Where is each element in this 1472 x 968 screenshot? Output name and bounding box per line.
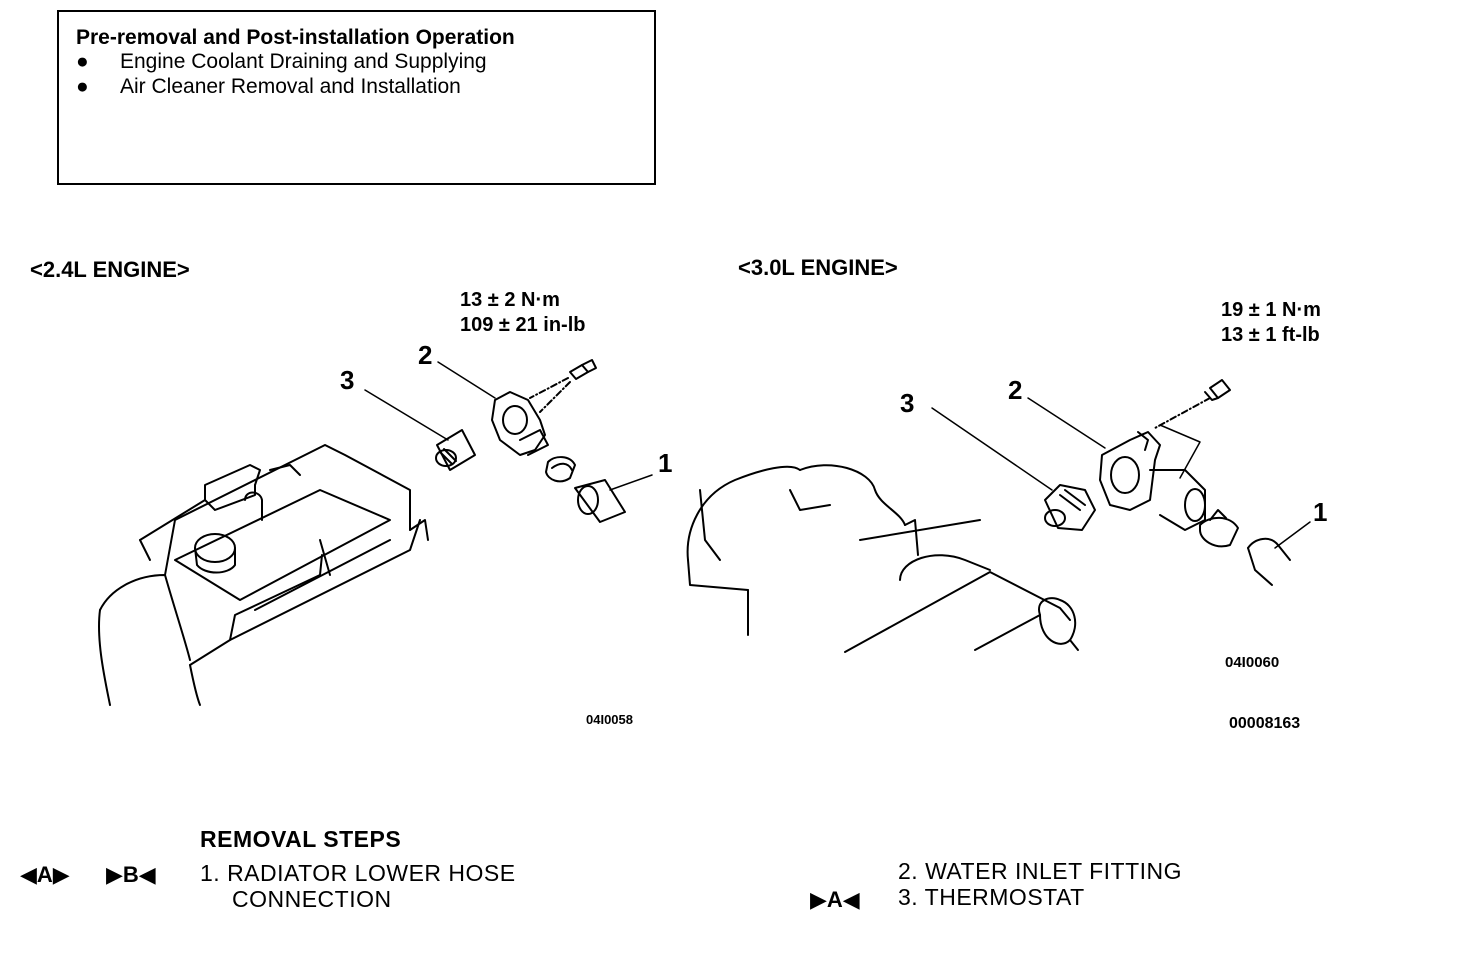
engine-30-callout-3: 3 xyxy=(900,388,915,418)
engine-30-callout-1: 1 xyxy=(1313,497,1328,527)
engine-30-torque-nm: 19 ± 1 N·m xyxy=(1221,299,1321,321)
engine-24-label: <2.4L ENGINE> xyxy=(30,257,190,282)
step-1-line-2: CONNECTION xyxy=(232,886,392,912)
engine-30-callout-2: 2 xyxy=(1008,375,1023,405)
engine-30-figure-code: 04I0060 xyxy=(1225,654,1280,671)
removal-steps-title: REMOVAL STEPS xyxy=(200,826,402,852)
engine-30-parts-drawing xyxy=(931,379,1311,586)
marker-a-left-right: ◀A▶ xyxy=(20,862,70,887)
engine-24-callout-2: 2 xyxy=(418,340,433,370)
pre-removal-title: Pre-removal and Post-installation Operat… xyxy=(76,26,515,49)
engine-30-torque: 19 ± 1 N·m 13 ± 1 ft-lb xyxy=(1221,298,1321,348)
pre-removal-item-1: ●Engine Coolant Draining and Supplying xyxy=(76,50,487,73)
engine-24-figure-code: 04I0058 xyxy=(586,712,633,727)
document-code: 00008163 xyxy=(1229,715,1301,732)
engine-24-callout-1: 1 xyxy=(658,448,673,478)
bullet-icon: ● xyxy=(76,50,89,73)
engine-24-torque: 13 ± 2 N·m 109 ± 21 in-lb xyxy=(460,288,585,338)
engine-24-block-drawing xyxy=(98,444,429,706)
pre-removal-item-2: ●Air Cleaner Removal and Installation xyxy=(76,75,461,98)
engine-24-callout-3: 3 xyxy=(340,365,355,395)
step-2: 2. WATER INLET FITTING xyxy=(898,858,1183,884)
bullet-icon: ● xyxy=(76,75,89,98)
engine-24-torque-nm: 13 ± 2 N·m xyxy=(460,289,560,311)
pre-removal-box xyxy=(57,10,656,185)
marker-b: ▶B◀ xyxy=(106,862,156,887)
engine-30-label: <3.0L ENGINE> xyxy=(738,255,898,280)
engine-24-parts-drawing xyxy=(364,359,653,523)
engine-30-torque-imp: 13 ± 1 ft-lb xyxy=(1221,324,1320,346)
step-3: 3. THERMOSTAT xyxy=(898,884,1085,910)
engine-30-block-drawing xyxy=(686,464,1079,653)
marker-a: ▶A◀ xyxy=(810,887,860,912)
engine-24-torque-imp: 109 ± 21 in-lb xyxy=(460,314,586,336)
step-1-line-1: 1. RADIATOR LOWER HOSE xyxy=(200,860,516,886)
